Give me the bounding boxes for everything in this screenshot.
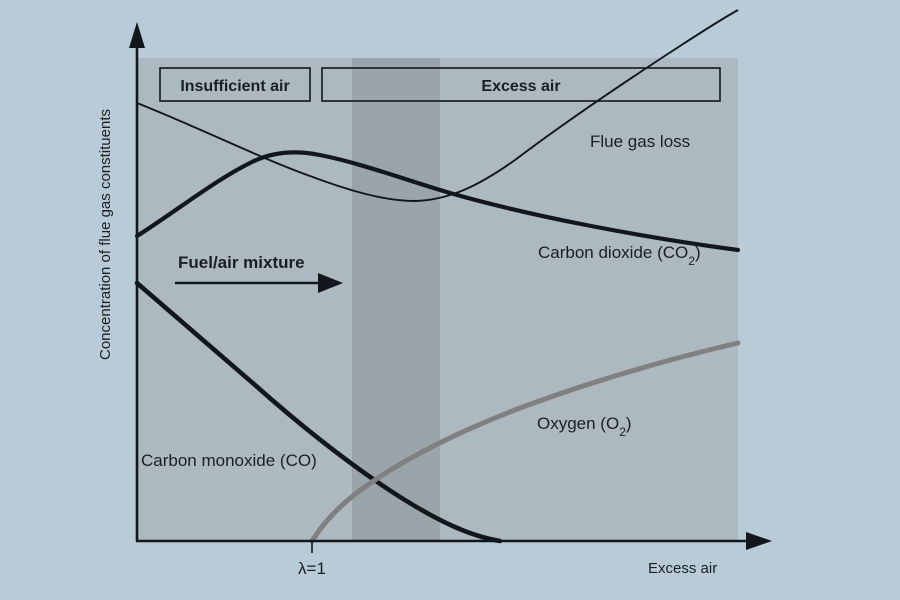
y-axis-arrowhead xyxy=(129,22,145,48)
insufficient-air-box xyxy=(159,67,311,102)
curve-carbon-monoxide xyxy=(134,280,503,544)
fuel-air-arrowhead xyxy=(318,273,343,293)
fuel-air-mixture-label: Fuel/air mixture xyxy=(178,253,305,272)
co2-label-paren: ) xyxy=(695,243,701,262)
series-label-oxygen: Oxygen (O2) xyxy=(537,414,632,439)
lambda-tick-label: λ=1 xyxy=(298,559,326,578)
co2-label-text: Carbon dioxide (CO xyxy=(538,243,688,262)
series-label-carbon-monoxide: Carbon monoxide (CO) xyxy=(141,451,317,470)
band-label-insufficient-air: Insufficient air xyxy=(180,78,289,95)
curve-flue-gas-loss xyxy=(136,9,739,202)
o2-label-subscript: 2 xyxy=(619,425,626,439)
band-label-excess-air: Excess air xyxy=(481,78,560,95)
y-axis-label: Concentration of flue gas constituents xyxy=(97,109,114,360)
curve-carbon-dioxide xyxy=(134,150,741,253)
x-axis-arrowhead xyxy=(746,532,772,550)
transition-band xyxy=(352,58,440,541)
curve-oxygen xyxy=(309,340,741,544)
co2-label-subscript: 2 xyxy=(688,254,695,268)
excess-air-box xyxy=(321,67,721,102)
series-label-carbon-dioxide: Carbon dioxide (CO2) xyxy=(538,243,701,268)
x-axis-label: Excess air xyxy=(648,560,717,577)
o2-label-paren: ) xyxy=(626,414,632,433)
o2-label-text: Oxygen (O xyxy=(537,414,619,433)
series-label-flue-gas-loss: Flue gas loss xyxy=(590,132,690,151)
